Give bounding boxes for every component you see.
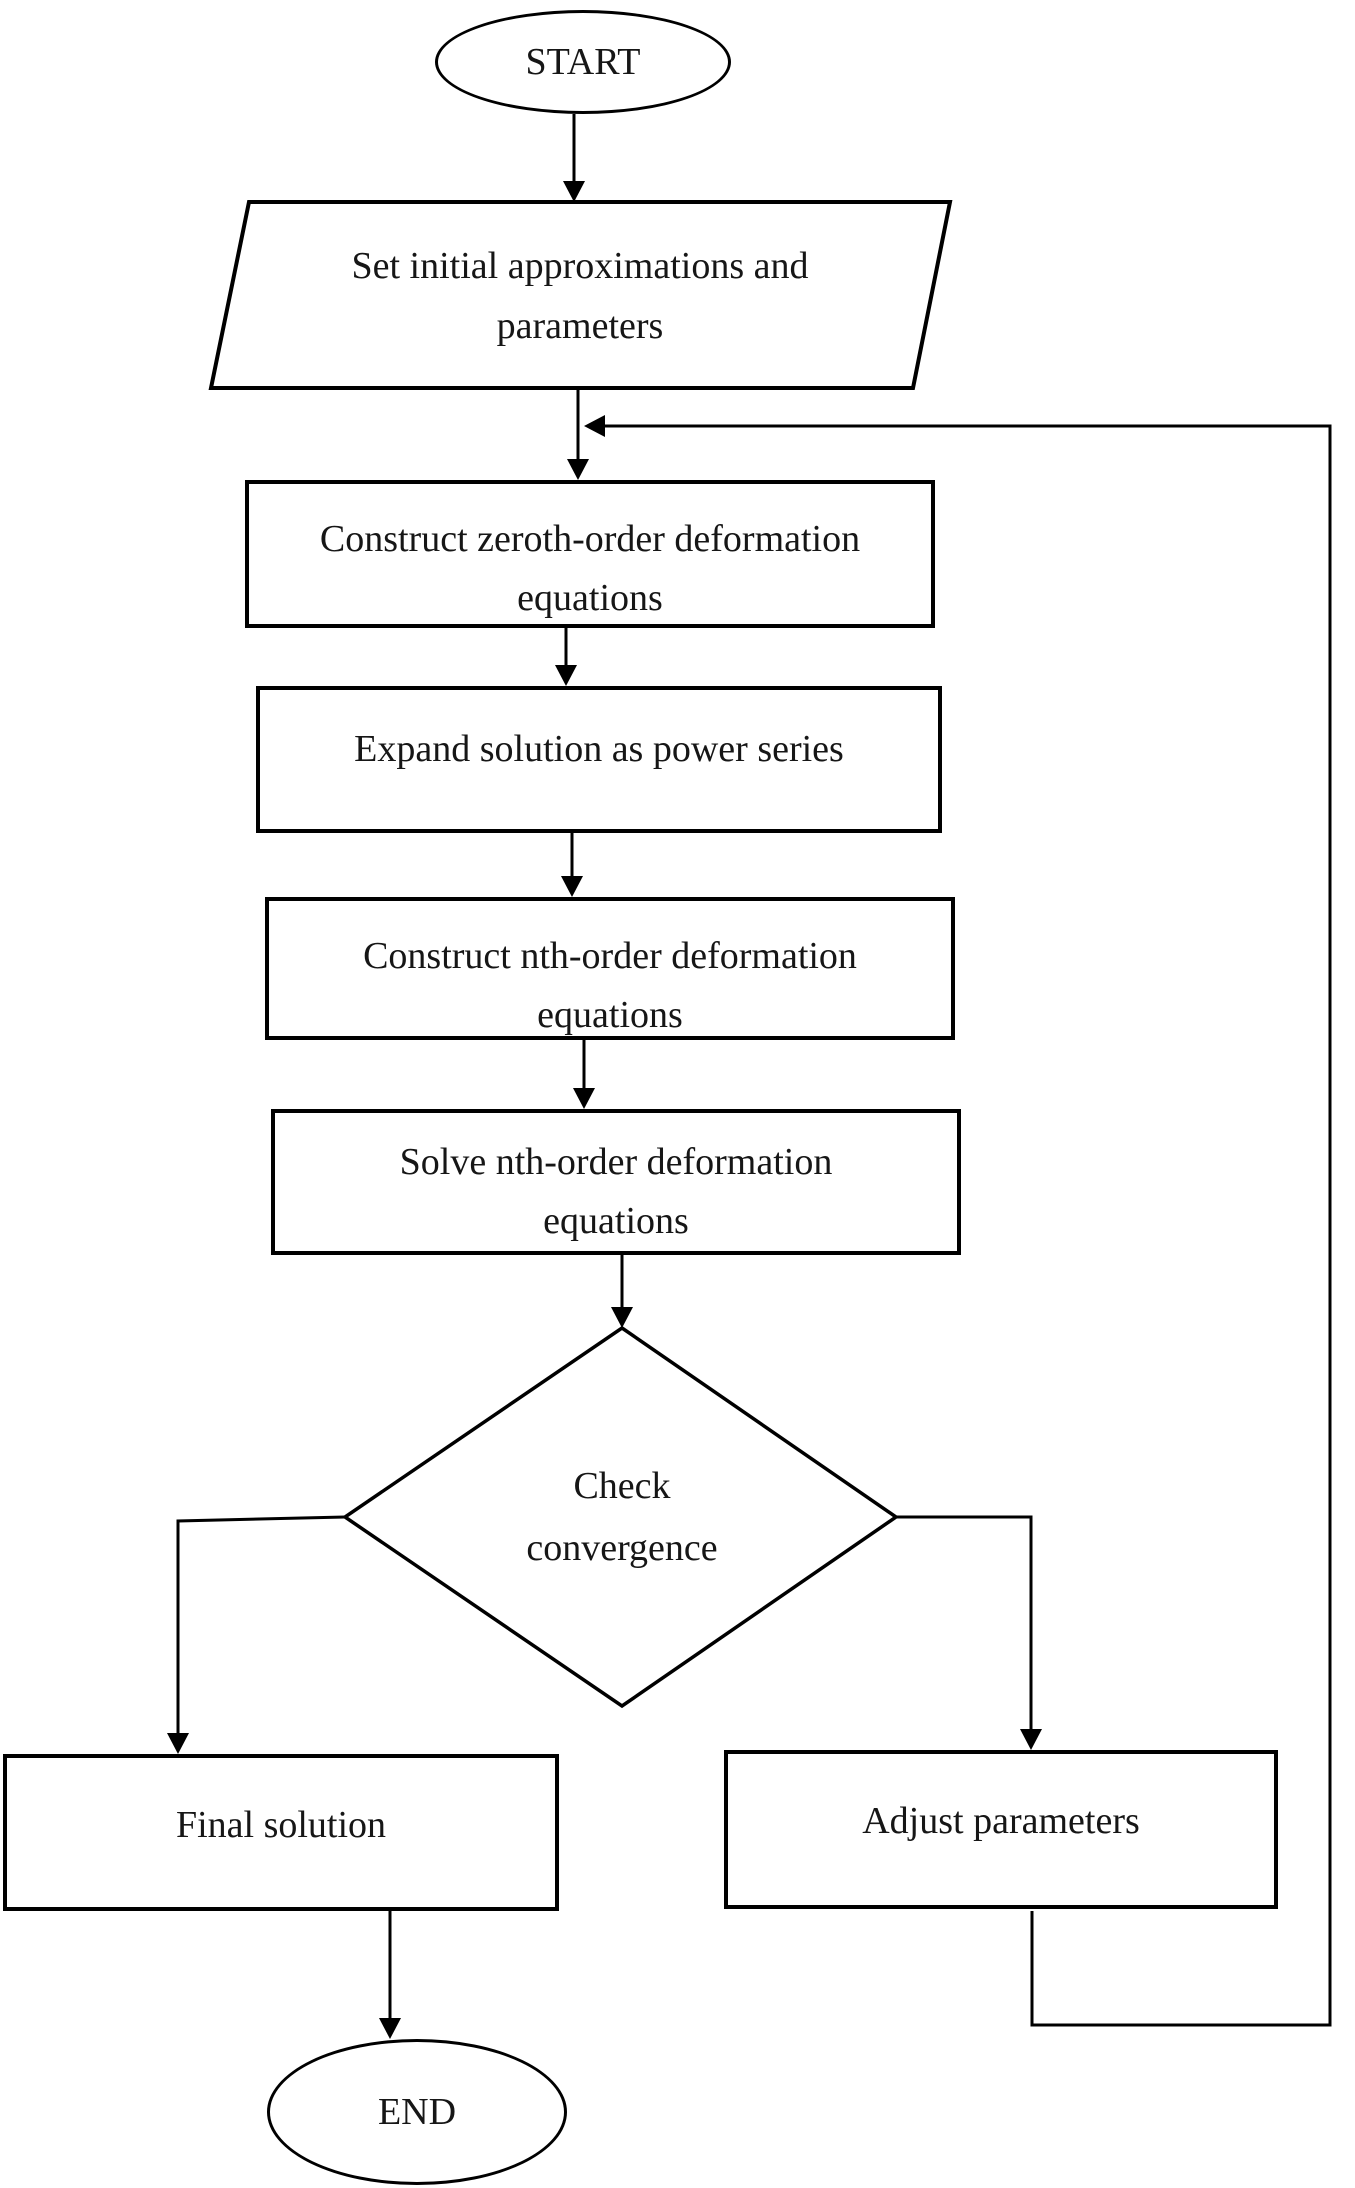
node-nth-solve-line1: Solve nth-order deformation — [399, 1141, 833, 1183]
arrowhead-check-to-final — [167, 1733, 189, 1754]
edge-check-to-adjust — [896, 1515, 1033, 1731]
node-final-solution-label: Final solution — [175, 1804, 387, 1846]
node-end-label: END — [377, 2090, 457, 2133]
arrowhead-feedback-into-junction — [584, 415, 605, 437]
arrowhead-start-to-init — [563, 181, 585, 202]
node-nth-construct-line2: equations — [537, 994, 683, 1036]
node-check-label: Check convergence — [422, 1455, 822, 1579]
node-init-line1: Set initial approximations and — [351, 245, 809, 287]
node-nth-solve: Solve nth-order deformation equations — [271, 1109, 961, 1255]
node-nth-solve-line2: equations — [543, 1200, 689, 1242]
edge-adjust-feedback-loop — [598, 424, 1332, 2027]
node-zeroth-order-line1: Construct zeroth-order deformation — [319, 518, 861, 560]
node-expand: Expand solution as power series — [256, 686, 942, 833]
edge-check-to-final — [176, 1515, 346, 1735]
node-start: START — [435, 10, 731, 114]
node-adjust-parameters-label: Adjust parameters — [862, 1800, 1140, 1842]
node-end: END — [267, 2039, 567, 2185]
init-parallelogram-shape — [208, 200, 953, 390]
arrowhead-final-to-end — [379, 2018, 401, 2039]
node-expand-line1: Expand solution as power series — [354, 728, 844, 770]
node-zeroth-order-line2: equations — [517, 577, 663, 619]
node-start-label: START — [525, 40, 641, 83]
arrowhead-expand-to-nth-construct — [561, 876, 583, 897]
node-check-line2: convergence — [526, 1527, 718, 1569]
arrowhead-check-to-adjust — [1020, 1729, 1042, 1750]
arrowhead-nth-construct-to-nth-solve — [573, 1088, 595, 1109]
arrowhead-zeroth-to-expand — [555, 665, 577, 686]
node-adjust-parameters: Adjust parameters — [724, 1750, 1278, 1909]
arrowhead-nth-solve-to-check — [611, 1307, 633, 1328]
node-zeroth-order: Construct zeroth-order deformation equat… — [245, 480, 935, 628]
node-final-solution: Final solution — [3, 1754, 559, 1911]
node-nth-construct: Construct nth-order deformation equation… — [265, 897, 955, 1040]
node-nth-construct-line1: Construct nth-order deformation — [363, 935, 857, 977]
node-init-line2: parameters — [496, 305, 664, 347]
node-init-label: Set initial approximations and parameter… — [230, 236, 930, 356]
check-convergence-diamond-shape — [341, 1325, 900, 1709]
node-check-line1: Check — [573, 1465, 671, 1507]
arrowhead-init-to-zeroth — [567, 459, 589, 480]
